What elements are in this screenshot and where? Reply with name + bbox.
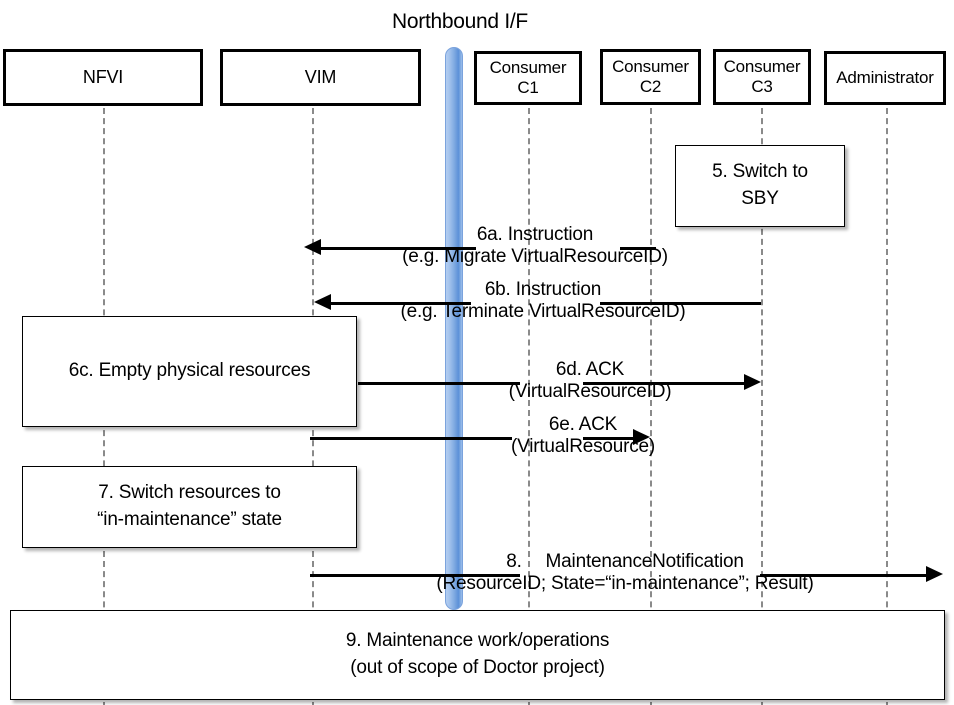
actor-consumer-c3-label: Consumer C3: [724, 57, 801, 97]
message-6b-line1: 6b. Instruction: [484, 279, 602, 300]
message-6b-label: 6b. Instruction (e.g. Terminate VirtualR…: [348, 279, 738, 324]
message-8-label: 8. MaintenanceNotification (ResourceID; …: [390, 551, 860, 596]
message-6d-label: 6d. ACK (VirtualResourceID): [395, 359, 785, 404]
message-6a-label: 6a. Instruction (e.g. Migrate VirtualRes…: [340, 224, 730, 269]
actor-administrator-label: Administrator: [836, 67, 934, 87]
note-step5-line1: 5. Switch to: [712, 161, 808, 183]
note-step5-line2: SBY: [741, 188, 779, 209]
message-6a-segment-left: [321, 247, 476, 250]
actor-consumer-c1[interactable]: Consumer C1: [474, 51, 582, 105]
message-6d-line1: 6d. ACK: [555, 359, 625, 380]
actor-nfvi[interactable]: NFVI: [3, 49, 203, 106]
page-title: Northbound I/F: [392, 10, 528, 33]
actor-consumer-c3[interactable]: Consumer C3: [713, 49, 811, 105]
message-8-line1: 8. MaintenanceNotification: [506, 551, 744, 572]
northbound-interface-bar: [445, 47, 463, 610]
message-6e-line1: 6e. ACK: [548, 414, 618, 435]
actor-consumer-c2[interactable]: Consumer C2: [600, 49, 701, 105]
message-6e-segment-left: [310, 437, 512, 440]
lifeline-administrator: [886, 108, 888, 705]
note-step6c-empty-physical-resources[interactable]: 6c. Empty physical resources: [22, 316, 357, 427]
note-step7-line2: “in-maintenance” state: [97, 509, 282, 530]
message-6a-line2: (e.g. Migrate VirtualResourceID): [402, 246, 668, 268]
lifeline-consumer-c1: [528, 108, 530, 705]
actor-consumer-c2-label: Consumer C2: [612, 57, 689, 97]
note-step7-line1: 7. Switch resources to: [98, 482, 281, 504]
message-6d-segment-right: [583, 382, 744, 385]
message-6b-segment-right: [600, 302, 761, 305]
actor-consumer-c2-line1: Consumer: [612, 56, 689, 76]
actor-consumer-c3-line1: Consumer: [723, 56, 801, 76]
actor-consumer-c1-line2: C1: [517, 78, 539, 97]
actor-vim[interactable]: VIM: [220, 49, 421, 106]
note-step6c-line1: 6c. Empty physical resources: [68, 360, 311, 382]
message-6b-line2: (e.g. Terminate VirtualResourceID): [400, 301, 686, 323]
lifeline-consumer-c2: [650, 108, 652, 705]
actor-administrator[interactable]: Administrator: [824, 51, 946, 105]
actor-consumer-c3-line2: C3: [751, 77, 773, 96]
note-step9-line1: 9. Maintenance work/operations: [345, 630, 610, 652]
message-6b-segment-left: [331, 302, 471, 305]
message-6d-segment-left: [358, 382, 520, 385]
actor-consumer-c2-line2: C2: [639, 77, 662, 96]
message-8-segment-left: [310, 574, 520, 577]
message-6e-segment-right: [583, 437, 633, 440]
message-8-line2: (ResourceID; State=“in-maintenance”; Res…: [436, 573, 814, 595]
note-step9-line2: (out of scope of Doctor project): [350, 657, 605, 678]
actor-consumer-c1-label: Consumer C1: [490, 58, 567, 98]
note-step9-maintenance-work[interactable]: 9. Maintenance work/operations (out of s…: [10, 610, 945, 700]
note-step5-switch-to-sby[interactable]: 5. Switch to SBY: [675, 145, 845, 227]
message-6e-line2: (VirtualResource): [510, 436, 656, 458]
message-6d-arrowhead-icon: [744, 374, 761, 390]
message-6a-arrowhead-icon: [304, 239, 321, 255]
actor-nfvi-label: NFVI: [82, 66, 124, 87]
message-6e-label: 6e. ACK (VirtualResource): [388, 414, 778, 459]
message-6b-arrowhead-icon: [314, 294, 331, 310]
actor-vim-label: VIM: [304, 66, 337, 87]
message-6a-line1: 6a. Instruction: [476, 224, 594, 245]
message-6e-arrowhead-icon: [633, 429, 650, 445]
actor-consumer-c1-line1: Consumer: [489, 57, 567, 77]
note-step7-switch-resources[interactable]: 7. Switch resources to “in-maintenance” …: [22, 466, 357, 548]
message-6d-line2: (VirtualResourceID): [508, 381, 672, 403]
lifeline-consumer-c3: [761, 108, 763, 705]
message-6a-segment-right: [620, 247, 656, 250]
message-8-arrowhead-icon: [926, 566, 943, 582]
message-8-segment-right: [760, 574, 926, 577]
